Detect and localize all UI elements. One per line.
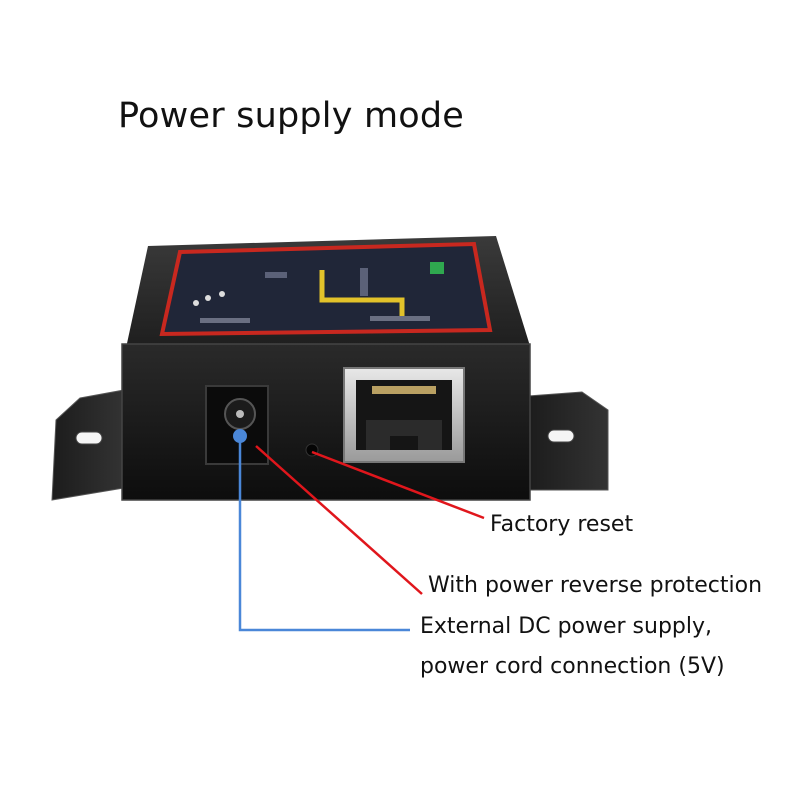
callout-lines	[233, 429, 485, 632]
mounting-slot-icon	[547, 429, 575, 443]
reverse-protection-label: With power reverse protection	[428, 573, 763, 598]
page-title: Power supply mode	[118, 96, 465, 136]
dc-supply-line	[238, 436, 410, 632]
right-mounting-flange	[527, 391, 609, 491]
dc-supply-label-line2: power cord connection (5V)	[420, 654, 725, 679]
left-mounting-flange	[51, 389, 125, 501]
mounting-slot-icon	[75, 431, 103, 445]
factory-reset-line	[311, 450, 485, 520]
device-top	[126, 236, 530, 348]
reverse-protection-line	[255, 445, 423, 595]
device-front	[121, 343, 531, 501]
factory-reset-label: Factory reset	[490, 512, 634, 537]
product-label	[159, 241, 493, 337]
dc-supply-label-line1: External DC power supply,	[420, 614, 713, 639]
rj45-port-icon	[343, 367, 465, 463]
data-led	[219, 291, 225, 297]
dc-jack-icon	[205, 385, 269, 465]
link-led	[205, 295, 211, 301]
power-led	[193, 300, 199, 306]
